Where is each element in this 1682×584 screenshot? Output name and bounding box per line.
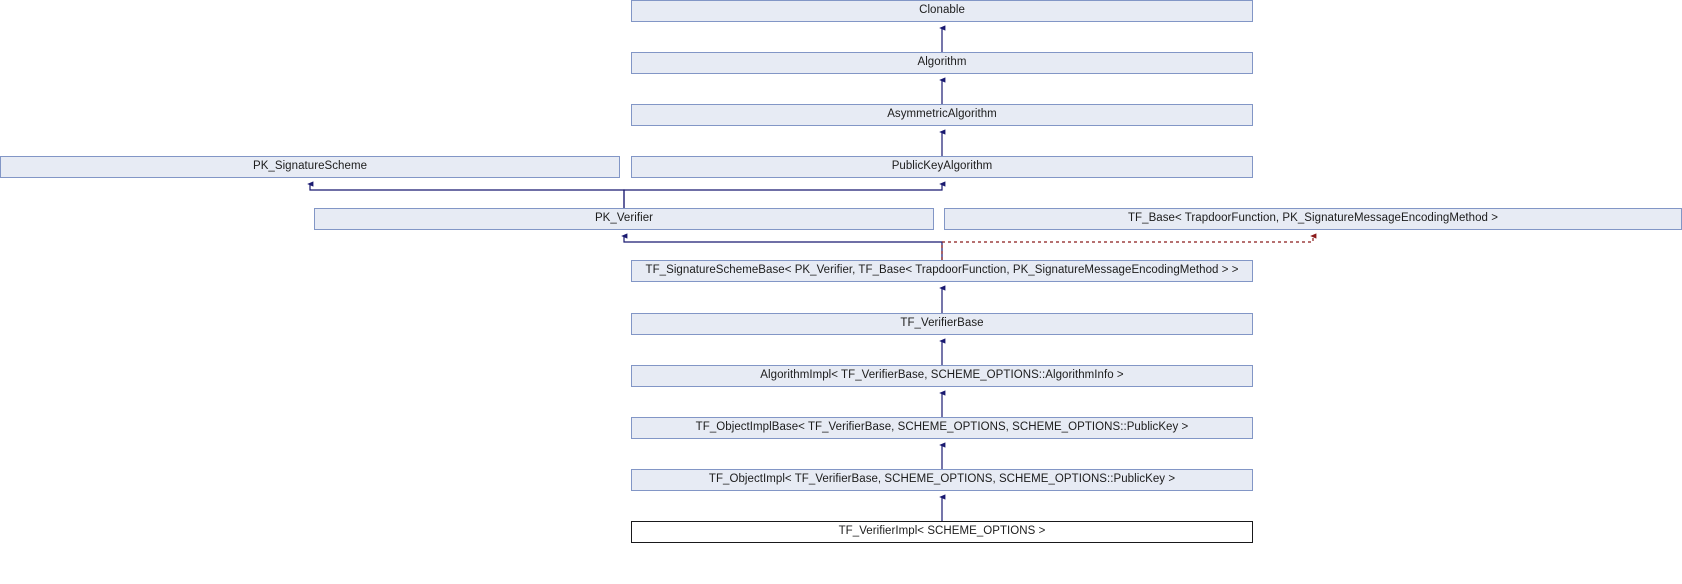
class-node-tf-verifier-impl[interactable]: TF_VerifierImpl< SCHEME_OPTIONS > bbox=[631, 521, 1253, 543]
class-node-tf-object-impl-base[interactable]: TF_ObjectImplBase< TF_VerifierBase, SCHE… bbox=[631, 417, 1253, 439]
class-node-asymmetric-algorithm[interactable]: AsymmetricAlgorithm bbox=[631, 104, 1253, 126]
class-node-label: TF_ObjectImplBase< TF_VerifierBase, SCHE… bbox=[695, 421, 1189, 434]
class-node-label: TF_SignatureSchemeBase< PK_Verifier, TF_… bbox=[645, 264, 1239, 277]
class-node-clonable[interactable]: Clonable bbox=[631, 0, 1253, 22]
class-node-label: TF_VerifierBase bbox=[900, 317, 984, 330]
edge-pk-verifier-public-key-algorithm bbox=[623, 181, 946, 208]
class-node-label: TF_Base< TrapdoorFunction, PK_SignatureM… bbox=[1127, 212, 1499, 225]
class-node-algorithm-impl[interactable]: AlgorithmImpl< TF_VerifierBase, SCHEME_O… bbox=[631, 365, 1253, 387]
class-node-tf-signature-scheme-base[interactable]: TF_SignatureSchemeBase< PK_Verifier, TF_… bbox=[631, 260, 1253, 282]
class-node-label: TF_VerifierImpl< SCHEME_OPTIONS > bbox=[838, 525, 1046, 538]
class-node-tf-verifier-base[interactable]: TF_VerifierBase bbox=[631, 313, 1253, 335]
edge-pk-verifier-pk-signature-scheme bbox=[307, 181, 625, 208]
class-node-public-key-algorithm[interactable]: PublicKeyAlgorithm bbox=[631, 156, 1253, 178]
class-node-label: PublicKeyAlgorithm bbox=[891, 160, 993, 173]
edge-tfssb-pk-verifier bbox=[621, 233, 943, 260]
class-node-label: PK_Verifier bbox=[594, 212, 654, 225]
class-node-label: Clonable bbox=[919, 4, 965, 17]
class-node-algorithm[interactable]: Algorithm bbox=[631, 52, 1253, 74]
class-node-label: Algorithm bbox=[917, 56, 967, 69]
class-node-tf-base[interactable]: TF_Base< TrapdoorFunction, PK_SignatureM… bbox=[944, 208, 1682, 230]
class-node-pk-signature-scheme[interactable]: PK_SignatureScheme bbox=[0, 156, 620, 178]
class-node-label: AsymmetricAlgorithm bbox=[887, 108, 997, 121]
class-node-label: TF_ObjectImpl< TF_VerifierBase, SCHEME_O… bbox=[708, 473, 1176, 486]
class-node-pk-verifier[interactable]: PK_Verifier bbox=[314, 208, 934, 230]
class-node-tf-object-impl[interactable]: TF_ObjectImpl< TF_VerifierBase, SCHEME_O… bbox=[631, 469, 1253, 491]
edge-tfssb-tf-base bbox=[941, 233, 1317, 260]
class-node-label: PK_SignatureScheme bbox=[252, 160, 368, 173]
class-node-label: AlgorithmImpl< TF_VerifierBase, SCHEME_O… bbox=[760, 369, 1124, 382]
